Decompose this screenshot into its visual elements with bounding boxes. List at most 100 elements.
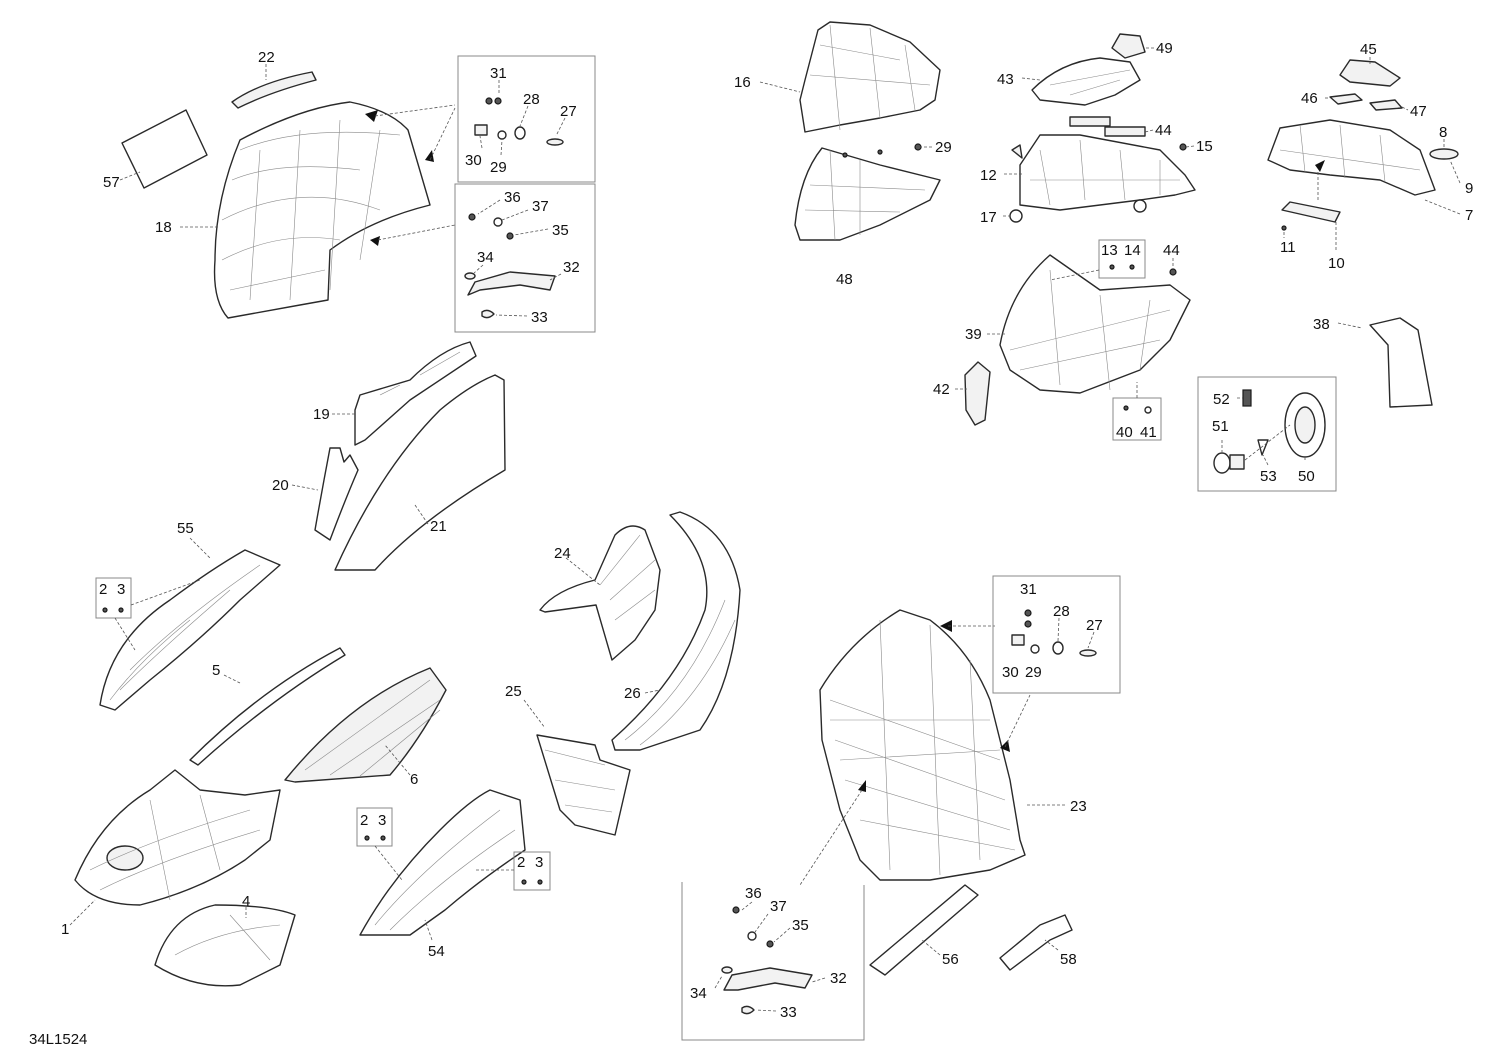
callout-27a[interactable]: 27 [560,103,577,120]
part-6-side-cover[interactable] [284,667,447,783]
part-5-trim-strip[interactable] [189,647,346,766]
callout-43[interactable]: 43 [997,71,1014,88]
callout-36a[interactable]: 36 [504,189,521,206]
callout-44b[interactable]: 44 [1163,242,1180,259]
part-39-headlight-assembly[interactable] [999,254,1191,394]
part-51-bulb[interactable] [1213,452,1245,474]
part-44-foam-pads[interactable] [1069,116,1146,137]
callout-34a[interactable]: 34 [477,249,494,266]
callout-28b[interactable]: 28 [1053,603,1070,620]
fastener-2-3-right[interactable] [521,879,543,885]
callout-3b[interactable]: 3 [378,812,386,829]
callout-3a[interactable]: 3 [117,581,125,598]
callout-12[interactable]: 12 [980,167,997,184]
callout-48[interactable]: 48 [836,271,853,288]
callout-29a[interactable]: 29 [490,159,507,176]
callout-16[interactable]: 16 [734,74,751,91]
fastener-2-3-middle[interactable] [364,835,386,841]
callout-21[interactable]: 21 [430,518,447,535]
callout-34b[interactable]: 34 [690,985,707,1002]
callout-36b[interactable]: 36 [745,885,762,902]
part-43-upper-cover[interactable] [1031,57,1141,106]
part-11-screw[interactable] [1281,225,1287,231]
callout-9[interactable]: 9 [1465,180,1473,197]
callout-57[interactable]: 57 [103,174,120,191]
part-48-front-cowl[interactable] [794,147,941,241]
callout-39[interactable]: 39 [965,326,982,343]
callout-58[interactable]: 58 [1060,951,1077,968]
callout-54[interactable]: 54 [428,943,445,960]
part-52-connector[interactable] [1242,389,1252,407]
callout-53[interactable]: 53 [1260,468,1277,485]
callout-31b[interactable]: 31 [1020,581,1037,598]
callout-22[interactable]: 22 [258,49,275,66]
callout-2b[interactable]: 2 [360,812,368,829]
part-22-trim-strip[interactable] [231,71,317,109]
part-15-screw[interactable] [1179,143,1187,151]
part-4-lower-cover[interactable] [154,904,296,987]
callout-35b[interactable]: 35 [792,917,809,934]
part-57-decal-sheet[interactable] [121,109,208,189]
callout-32b[interactable]: 32 [830,970,847,987]
callout-2a[interactable]: 2 [99,581,107,598]
callout-46[interactable]: 46 [1301,90,1318,107]
callout-26[interactable]: 26 [624,685,641,702]
callout-49[interactable]: 49 [1156,40,1173,57]
callout-42[interactable]: 42 [933,381,950,398]
part-58-foam-block[interactable] [999,914,1073,971]
part-26-side-duct[interactable] [611,511,741,751]
callout-18[interactable]: 18 [155,219,172,236]
part-18-upper-panel[interactable] [213,101,431,319]
part-46-light-lens[interactable] [1329,93,1363,105]
part-23-main-frame[interactable] [819,609,1026,881]
callout-11[interactable]: 11 [1280,239,1296,256]
callout-38[interactable]: 38 [1313,316,1330,333]
part-53-clip[interactable] [1257,439,1269,456]
part-47-light-lens[interactable] [1369,99,1403,111]
callout-24[interactable]: 24 [554,545,571,562]
hardware-kit-upper-parts[interactable] [474,97,564,146]
callout-29b[interactable]: 29 [1025,664,1042,681]
part-25-intake-box[interactable] [536,734,631,836]
hardware-kit-bottom-parts[interactable] [721,906,813,1015]
callout-20[interactable]: 20 [272,477,289,494]
hardware-kit-lower-parts[interactable] [464,213,556,319]
callout-33b[interactable]: 33 [780,1004,797,1021]
callout-29c[interactable]: 29 [935,139,952,156]
callout-15[interactable]: 15 [1196,138,1213,155]
part-19-inner-trim[interactable] [354,341,477,446]
callout-4[interactable]: 4 [242,893,250,910]
callout-3c[interactable]: 3 [535,854,543,871]
part-8-9-lens[interactable] [1429,148,1459,160]
part-24-air-duct[interactable] [539,525,661,661]
part-20-seal-strip[interactable] [314,447,359,541]
callout-47[interactable]: 47 [1410,103,1427,120]
callout-44a[interactable]: 44 [1155,122,1172,139]
part-50-dust-cap[interactable] [1284,392,1326,458]
fastener-2-3-left[interactable] [102,607,124,613]
part-1-front-hood[interactable] [74,769,281,906]
callout-7[interactable]: 7 [1465,207,1473,224]
fastener-40-41[interactable] [1123,405,1152,414]
callout-1[interactable]: 1 [61,921,69,938]
part-49-clip[interactable] [1111,33,1146,59]
callout-32a[interactable]: 32 [563,259,580,276]
callout-30a[interactable]: 30 [465,152,482,169]
callout-56[interactable]: 56 [942,951,959,968]
callout-2c[interactable]: 2 [517,854,525,871]
callout-35a[interactable]: 35 [552,222,569,239]
callout-25[interactable]: 25 [505,683,522,700]
part-16-windshield[interactable] [799,21,941,133]
callout-27b[interactable]: 27 [1086,617,1103,634]
part-56-foam-strip[interactable] [869,884,979,976]
part-42-reflector[interactable] [964,361,991,426]
callout-41[interactable]: 41 [1140,424,1157,441]
part-44-screw[interactable] [1169,268,1177,276]
part-45-mount-bracket[interactable] [1339,59,1401,87]
part-17-grommet[interactable] [1009,209,1023,223]
part-10-bracket-plate[interactable] [1281,201,1341,223]
hardware-kit-right-parts[interactable] [1011,609,1097,657]
callout-30b[interactable]: 30 [1002,664,1019,681]
part-12-instrument-housing[interactable] [1019,134,1196,211]
part-7-rear-housing[interactable] [1267,119,1436,196]
